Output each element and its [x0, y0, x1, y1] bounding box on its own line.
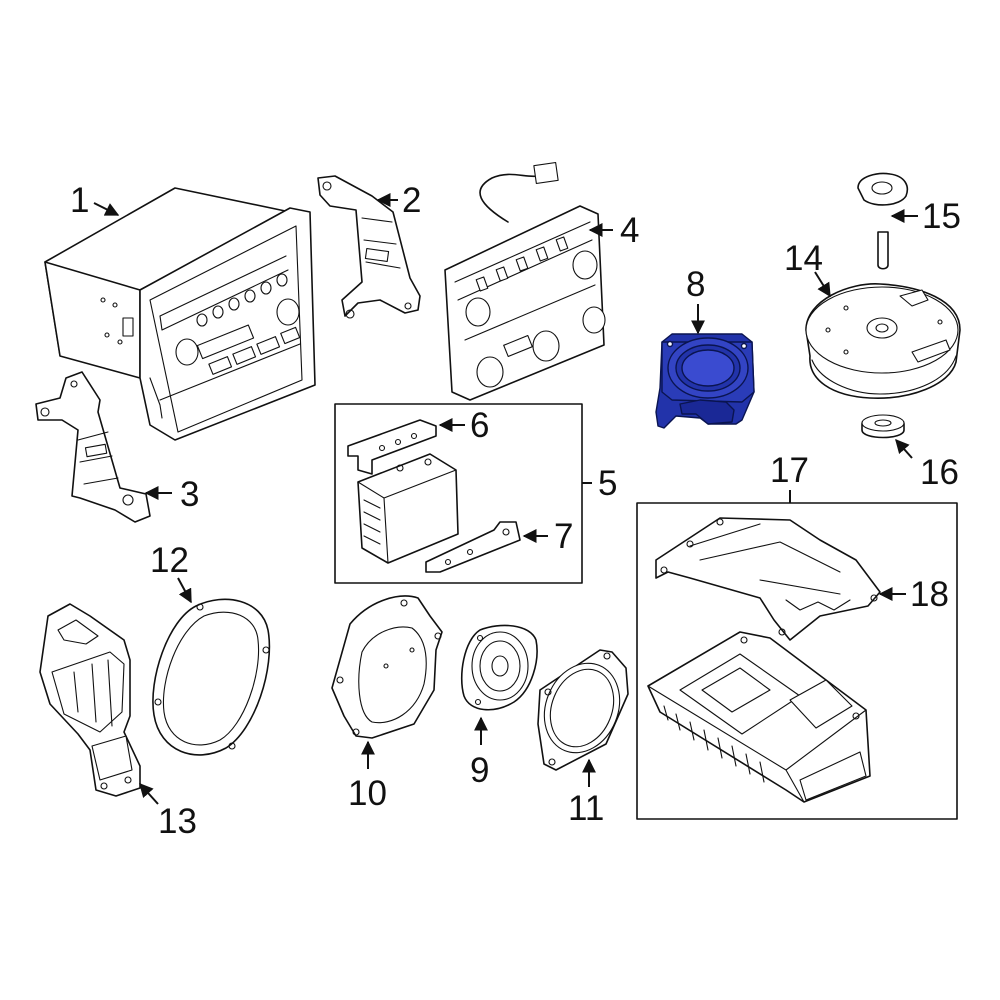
callout-15: 15: [922, 197, 961, 236]
left-bracket-part[interactable]: [35, 371, 151, 523]
speaker-bracket-part[interactable]: [39, 603, 141, 797]
callout-16: 16: [920, 453, 959, 492]
callout-1: 1: [70, 181, 89, 220]
module-bracket-lower-part[interactable]: [425, 521, 521, 573]
grommet-part[interactable]: [861, 414, 905, 439]
callout-17: 17: [770, 451, 809, 490]
callout-14: 14: [784, 239, 823, 278]
callout-13: 13: [158, 802, 197, 841]
callout-8: 8: [686, 265, 705, 304]
module-bracket-part[interactable]: [347, 419, 437, 475]
callout-9: 9: [470, 751, 489, 790]
subwoofer-part[interactable]: [805, 283, 961, 399]
door-speaker-part[interactable]: [531, 649, 632, 771]
head-unit-part[interactable]: [44, 187, 316, 441]
callout-18: 18: [910, 575, 949, 614]
amplifier-bracket-part[interactable]: [655, 517, 881, 641]
tweeter-part[interactable]: [460, 624, 538, 711]
amplifier-part[interactable]: [647, 631, 871, 803]
callout-12: 12: [150, 541, 189, 580]
leader-lines: [93, 193, 918, 805]
large-speaker-part[interactable]: [152, 598, 271, 756]
callout-10: 10: [348, 774, 387, 813]
callout-2: 2: [402, 181, 421, 220]
module-group-frame: [334, 403, 583, 584]
control-panel-part[interactable]: [444, 162, 606, 401]
callout-6: 6: [470, 406, 489, 445]
callout-7: 7: [554, 517, 573, 556]
control-module-part[interactable]: [357, 453, 459, 564]
callout-4: 4: [620, 211, 639, 250]
callout-11: 11: [568, 789, 604, 828]
callout-5: 5: [598, 464, 617, 503]
amplifier-group-frame: [636, 502, 958, 820]
wing-bolt-part[interactable]: [857, 172, 909, 270]
highlighted-speaker-part[interactable]: [655, 333, 755, 429]
callout-3: 3: [180, 475, 199, 514]
speaker-adapter-part[interactable]: [331, 595, 443, 739]
